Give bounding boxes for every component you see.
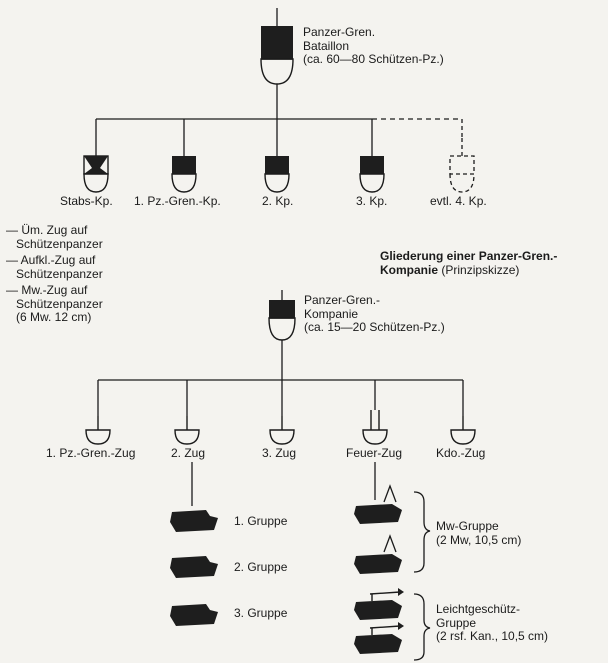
platoon-4-symbol: [362, 429, 388, 445]
staff-subunit-item: — Üm. Zug auf Schützenpanzer: [6, 223, 103, 251]
platoon-3-label: 3. Zug: [262, 446, 297, 460]
tank-icon: [170, 510, 218, 532]
battalion-label: Panzer-Gren. Bataillon (ca. 60—80 Schütz…: [303, 25, 444, 67]
staff-subunit-item: — Aufkl.-Zug auf Schützenpanzer: [6, 253, 103, 281]
staff-subunit-line: — Mw.-Zug auf: [6, 283, 88, 297]
platoon-2-label: 2. Zug: [171, 446, 206, 460]
staff-subunit-line: Schützenpanzer: [16, 236, 103, 251]
staff-subunit-line: Schützenpanzer: [16, 266, 103, 281]
staff-subunit-item: — Mw.-Zug auf Schützenpanzer (6 Mw. 12 c…: [6, 283, 103, 325]
group-2-label: 2. Gruppe: [234, 560, 288, 574]
figure-title: Gliederung einer Panzer-Gren.- Kompanie …: [380, 249, 605, 277]
platoon-2-symbol: [174, 429, 200, 445]
battalion-label-line: Bataillon: [303, 38, 350, 53]
mortar-carrier-icon: [354, 534, 402, 574]
platoon-1-symbol: [85, 429, 111, 445]
mortar-carrier-icon: [354, 484, 402, 524]
light-gun-group-line: Leichtgeschütz-: [436, 602, 521, 616]
light-gun-group-line: Gruppe: [436, 615, 477, 630]
gun-carrier-icon: [354, 588, 404, 620]
staff-subunit-line: (6 Mw. 12 cm): [16, 310, 92, 324]
platoon-5-label: Kdo.-Zug: [436, 446, 486, 460]
figure-title-bold: Kompanie: [380, 263, 439, 277]
platoon-5-symbol: [450, 429, 476, 445]
figure-title-bold: Gliederung einer Panzer-Gren.-: [380, 249, 558, 263]
company-label-line: Kompanie: [304, 306, 359, 321]
company-4-optional-symbol: [449, 138, 475, 193]
company-label-line: Panzer-Gren.-: [304, 293, 381, 307]
company-4-label: evtl. 4. Kp.: [430, 194, 487, 208]
tank-icon: [170, 556, 218, 578]
light-gun-group-brace: [413, 593, 431, 661]
figure-title-suffix: (Prinzipskizze): [441, 263, 520, 277]
group-1-label: 1. Gruppe: [234, 514, 288, 528]
tank-icon: [170, 604, 218, 626]
mw-group-label: Mw-Gruppe (2 Mw, 10,5 cm): [436, 519, 522, 547]
company-3-label: 3. Kp.: [356, 194, 388, 208]
staff-company-label: Stabs-Kp.: [60, 194, 113, 208]
group-3-label: 3. Gruppe: [234, 606, 288, 620]
light-gun-group-label: Leichtgeschütz- Gruppe (2 rsf. Kan., 10,…: [436, 602, 549, 644]
staff-subunit-line: Schützenpanzer: [16, 296, 103, 311]
company-2-symbol: [264, 138, 290, 193]
staff-subunit-line: — Üm. Zug auf: [6, 223, 88, 237]
battalion-symbol: [260, 26, 294, 85]
staff-subunit-line: — Aufkl.-Zug auf: [6, 253, 96, 267]
light-gun-group-line: (2 rsf. Kan., 10,5 cm): [436, 629, 549, 643]
company-1-label: 1. Pz.-Gren.-Kp.: [134, 194, 221, 208]
mw-group-line: Mw-Gruppe: [436, 519, 499, 533]
staff-company-symbol: [83, 138, 109, 193]
mw-group-brace: [413, 491, 431, 573]
company-2-label: 2. Kp.: [262, 194, 294, 208]
battalion-label-line: (ca. 60—80 Schützen-Pz.): [303, 52, 444, 66]
gun-carrier-icon: [354, 622, 404, 654]
company-label: Panzer-Gren.- Kompanie (ca. 15—20 Schütz…: [304, 293, 445, 335]
battalion-label-line: Panzer-Gren.: [303, 25, 376, 39]
company-label-line: (ca. 15—20 Schützen-Pz.): [304, 320, 445, 334]
company-1-symbol: [171, 138, 197, 193]
mw-group-line: (2 Mw, 10,5 cm): [436, 532, 522, 547]
platoon-4-label: Feuer-Zug: [346, 446, 403, 460]
company-symbol: [268, 300, 296, 341]
platoon-3-symbol: [269, 429, 295, 445]
company-3-symbol: [359, 138, 385, 193]
platoon-1-label: 1. Pz.-Gren.-Zug: [46, 446, 136, 460]
